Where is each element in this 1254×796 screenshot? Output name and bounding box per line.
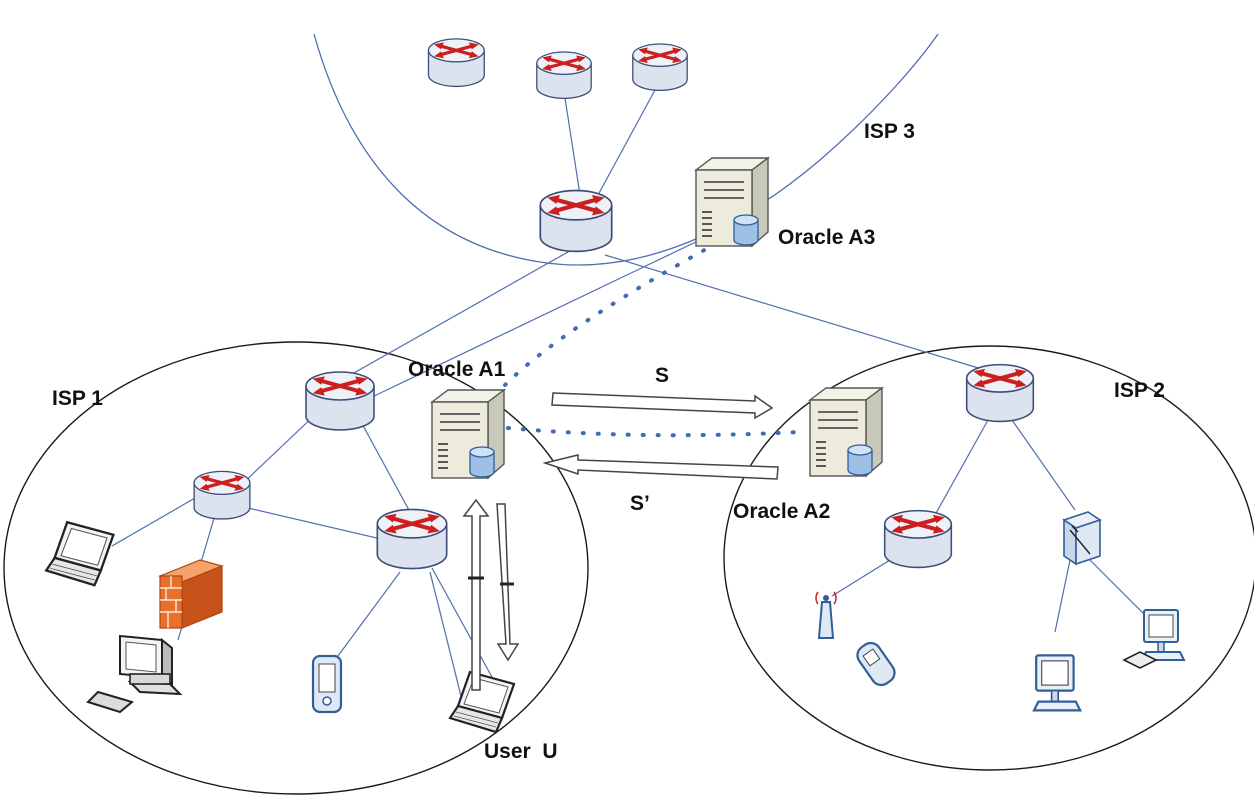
router-icon xyxy=(377,509,446,568)
isp3-label: ISP 3 xyxy=(864,120,915,143)
firewall-icon xyxy=(158,559,224,629)
message-s-arrow xyxy=(551,392,774,420)
user-label: User U xyxy=(484,740,558,763)
router-icon xyxy=(631,42,689,93)
pda-icon xyxy=(311,654,343,714)
isp2-label: ISP 2 xyxy=(1114,379,1165,402)
message-s-label: S xyxy=(655,364,669,387)
wireless-antenna-icon xyxy=(815,591,837,639)
user-up-arrow xyxy=(462,498,490,691)
router-icon xyxy=(882,508,954,570)
router-icon xyxy=(304,370,376,432)
router-icon xyxy=(540,191,611,252)
laptop-icon xyxy=(448,670,516,734)
router-icon xyxy=(964,362,1036,424)
isp2-boundary xyxy=(723,345,1254,771)
oracle-a2-label: Oracle A2 xyxy=(733,500,830,523)
switch-icon xyxy=(1062,511,1102,566)
laptop-icon xyxy=(45,521,115,587)
user-down-arrow xyxy=(496,503,520,662)
network-links xyxy=(111,89,1161,701)
keyboard-icon xyxy=(1122,651,1158,669)
oracle-a3-label: Oracle A3 xyxy=(778,226,875,249)
message-s-prime-label: S’ xyxy=(630,492,650,515)
isp1-boundary xyxy=(3,341,589,795)
router-icon xyxy=(426,37,486,89)
desktop-computer-icon xyxy=(86,634,183,714)
isp3-boundary xyxy=(313,33,939,266)
server-icon xyxy=(431,389,505,479)
monitor-icon xyxy=(1141,609,1185,661)
router-icon xyxy=(535,50,593,101)
oracle-a1-label: Oracle A1 xyxy=(408,358,506,381)
monitor-icon xyxy=(1032,654,1082,712)
router-icon xyxy=(192,469,252,521)
message-s-prime-arrow xyxy=(542,454,779,480)
mobile-phone-icon xyxy=(856,641,896,687)
isp1-label: ISP 1 xyxy=(52,387,103,410)
server-icon xyxy=(695,157,769,247)
server-icon xyxy=(809,387,883,477)
